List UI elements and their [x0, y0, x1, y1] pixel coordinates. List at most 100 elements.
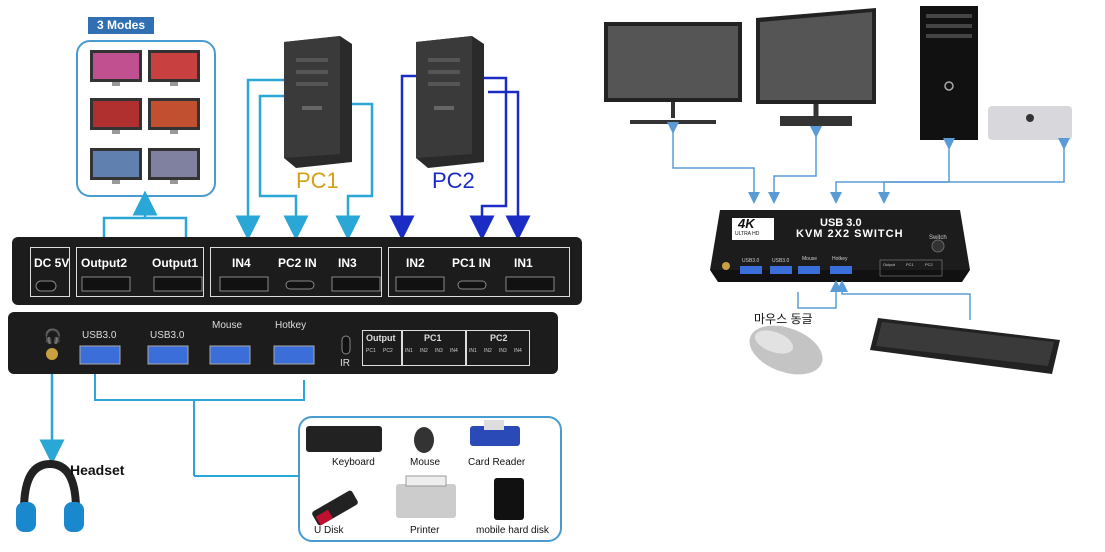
pc2-led-in3: IN3 [499, 348, 507, 354]
dc-label: DC 5V [34, 256, 70, 270]
switch-button-icon [931, 239, 945, 253]
in3-label: IN3 [338, 256, 357, 270]
pc1-tower-icon [284, 36, 352, 168]
pc2-led-label: PC2 [490, 333, 508, 343]
pc1-led-group [402, 330, 466, 366]
led-strip [879, 259, 943, 277]
peripheral-u-disk-label: U Disk [314, 525, 344, 536]
device-to-switch-cables [667, 122, 1070, 204]
usb-port-2 [147, 345, 189, 365]
audio-jack-port [722, 262, 730, 270]
peripheral-mouse-label: Mouse [410, 457, 441, 468]
mini-pc-icon [988, 106, 1072, 140]
pc1-led-in1: IN1 [405, 348, 413, 354]
output-led-pc1: PC1 [366, 348, 376, 354]
pc1-led-in3: IN3 [435, 348, 443, 354]
mode-1-monitors [90, 50, 200, 86]
pc2-led-in1: IN1 [469, 348, 477, 354]
pc2-led-in2: IN2 [484, 348, 492, 354]
pc1-led-in2: IN2 [420, 348, 428, 354]
usb-port-1 [740, 266, 762, 274]
keyboard-icon [306, 426, 382, 452]
led-pc2-label: PC2 [925, 262, 933, 267]
pc1-in-label: PC1 IN [452, 256, 491, 270]
hdmi-in2-port [395, 276, 445, 292]
ir-label: IR [340, 358, 350, 369]
hdmi-in1-port [505, 276, 555, 292]
mode-2-monitors [90, 98, 200, 134]
mobile-hard-disk-icon [494, 478, 524, 520]
card-reader-icon [470, 420, 520, 446]
led-pc1-label: PC1 [906, 262, 914, 267]
output2-label: Output2 [81, 256, 127, 270]
peripheral-icons [306, 420, 524, 526]
pc2-in-label: PC2 IN [278, 256, 317, 270]
left-cable-diagram [39, 74, 531, 477]
front-port-shapes [35, 276, 555, 292]
in4-label: IN4 [232, 256, 251, 270]
headset-label: Headset [70, 462, 125, 478]
printer-icon [396, 475, 456, 518]
mode-3-monitors [90, 148, 200, 184]
mode-monitor-thumbnails [90, 50, 200, 184]
brand-4k-text: 4K [738, 216, 755, 231]
output-led-pc2: PC2 [383, 348, 393, 354]
output-led-label: Output [366, 333, 396, 343]
switch-title-line2: KVM 2X2 SWITCH [796, 228, 904, 240]
peripheral-cables [797, 280, 971, 320]
dc-port [35, 280, 57, 292]
peripheral-card-reader-label: Card Reader [468, 457, 526, 468]
mouse-port [798, 266, 820, 274]
pc1-input-port-group [388, 247, 570, 297]
mouse-icon [749, 325, 823, 375]
mouse-port-label: Mouse [212, 320, 243, 331]
peripheral-keyboard-label: Keyboard [332, 457, 375, 468]
in1-label: IN1 [514, 256, 533, 270]
usbc-pc1-in-port [457, 280, 487, 290]
modes-badge: 3 Modes [88, 17, 154, 34]
pc2-tower-icon [416, 36, 484, 168]
usb-port-1-label: USB3.0 [82, 330, 117, 341]
pc1-led-in4: IN4 [450, 348, 458, 354]
mouse-dongle-caption: 마우스 동글 [754, 312, 813, 326]
usb-port-1 [79, 345, 121, 365]
monitor-1-icon [604, 22, 742, 124]
headphone-icon: 🎧 [44, 328, 62, 344]
usb-port-2-label: USB3.0 [150, 330, 185, 341]
pc1-label: PC1 [296, 168, 339, 193]
mouse-icon [414, 427, 434, 453]
hotkey-port-label: Hotkey [832, 256, 848, 262]
brand-badge-4k [732, 218, 774, 240]
u-disk-icon [312, 490, 358, 526]
ir-port [341, 335, 351, 355]
usb-port-1-label: USB3.0 [742, 258, 760, 264]
pc-tower-icon [920, 6, 978, 140]
output1-label: Output1 [152, 256, 198, 270]
hdmi-output2-port [81, 276, 131, 292]
hotkey-port [273, 345, 315, 365]
hdmi-in4-port [219, 276, 269, 292]
brand-sub-text: ULTRA HD [735, 231, 760, 237]
in2-label: IN2 [406, 256, 425, 270]
right-diagram [604, 6, 1072, 375]
dc-port-group [30, 247, 70, 297]
output-to-monitors-cable [102, 190, 188, 244]
pc2-cables [389, 74, 531, 241]
switch-front-panel [12, 237, 582, 305]
pc1-led-label: PC1 [424, 333, 442, 343]
hdmi-in3-port [331, 276, 381, 292]
usbc-pc2-in-port [285, 280, 315, 290]
pc2-led-in4: IN4 [514, 348, 522, 354]
audio-jack [46, 348, 58, 360]
output-port-group [76, 247, 204, 297]
led-output-label: Output [883, 262, 896, 267]
usb-peripheral-cable [94, 372, 305, 477]
monitor-2-icon [756, 8, 876, 126]
output-led-group [362, 330, 402, 366]
keyboard-icon [870, 318, 1060, 374]
mouse-port-label: Mouse [802, 256, 818, 262]
headset-icon [16, 459, 84, 532]
usb-port-2-label: USB3.0 [772, 258, 790, 264]
pc2-led-group [466, 330, 530, 366]
switch-button-label: Switch [929, 235, 947, 241]
